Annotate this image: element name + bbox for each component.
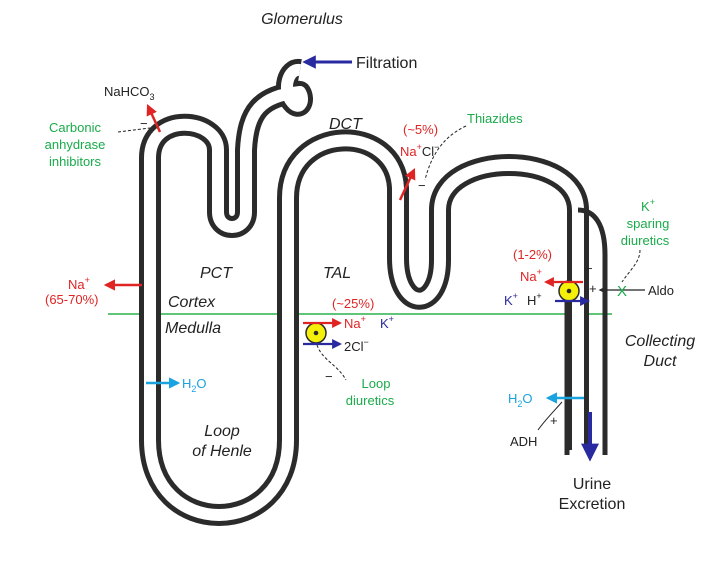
- k-sparing-block-mark: X: [617, 283, 627, 300]
- cd-na-label: Na+: [520, 267, 542, 284]
- tubule-lumen: [144, 64, 584, 521]
- aldo-label: Aldo: [648, 283, 674, 298]
- loop-label-line2: of Henle: [192, 443, 252, 460]
- tal-label: TAL: [323, 265, 351, 282]
- dct-ions: Na+Cl−: [400, 142, 439, 159]
- carbonic-label-line2: anhydrase: [45, 137, 106, 152]
- loop-diuretics-line1: Loop: [362, 376, 391, 391]
- pct-label: PCT: [200, 265, 233, 282]
- tal-cl-label: 2Cl−: [344, 337, 369, 354]
- carbonic-label-line1: Carbonic: [49, 120, 102, 135]
- urine-label-line2: Excretion: [559, 496, 626, 513]
- k-sparing-leader: [621, 249, 641, 283]
- cortex-label: Cortex: [168, 294, 216, 311]
- adh-label: ADH: [510, 434, 537, 449]
- cd-h-label: H+: [527, 291, 542, 308]
- dct-na-arrow: [398, 167, 416, 201]
- pct-na-percent: (65-70%): [45, 292, 98, 307]
- carbonic-leader: [117, 127, 151, 133]
- tal-cotransporter-core: [313, 330, 319, 336]
- urine-label-line1: Urine: [573, 476, 611, 493]
- cd-k-label: K+: [504, 291, 518, 308]
- k-sparing-line3: diuretics: [621, 233, 670, 248]
- glomerulus-label: Glomerulus: [261, 11, 343, 28]
- loop-label-line1: Loop: [204, 423, 240, 440]
- collecting-duct-label-line2: Duct: [644, 353, 677, 370]
- collecting-duct-label-line1: Collecting: [625, 333, 695, 350]
- filtration-label: Filtration: [356, 55, 417, 72]
- nephron-tubule: [139, 59, 608, 526]
- dct-label: DCT: [329, 116, 363, 133]
- pct-na-label: Na+: [68, 275, 90, 292]
- nahco3-arrow: [146, 103, 162, 133]
- cd-na-k-pump-core: [566, 288, 572, 294]
- k-sparing-line1: K+: [641, 197, 655, 214]
- loop-diuretics-leader: [316, 344, 347, 381]
- tal-percent: (~25%): [332, 296, 374, 311]
- carbonic-inhibit-sign: −: [140, 116, 148, 131]
- k-sparing-line2: sparing: [627, 216, 670, 231]
- adh-plus-sign: +: [550, 413, 558, 428]
- carbonic-label-line3: inhibitors: [49, 154, 102, 169]
- cd-minus-sign: −: [585, 261, 593, 276]
- tal-na-label: Na+: [344, 314, 366, 331]
- loop-diuretics-line2: diuretics: [346, 393, 395, 408]
- collecting-duct-cap: [577, 207, 608, 256]
- cd-water-label: H2O: [508, 391, 533, 409]
- cd-plus-sign: +: [589, 281, 597, 296]
- nahco3-label: NaHCO3: [104, 84, 155, 102]
- medulla-label: Medulla: [165, 320, 221, 337]
- thiazides-inhibit-sign: −: [418, 178, 426, 193]
- adh-leader: [537, 401, 563, 431]
- tal-k-label: K+: [380, 314, 394, 331]
- cd-percent: (1-2%): [513, 247, 552, 262]
- thiazides-leader: [424, 125, 467, 181]
- thiazides-label: Thiazides: [467, 111, 523, 126]
- pct-water-label: H2O: [182, 376, 207, 394]
- dct-percent: (~5%): [403, 122, 438, 137]
- loop-diuretics-inhibit-sign: −: [325, 369, 333, 384]
